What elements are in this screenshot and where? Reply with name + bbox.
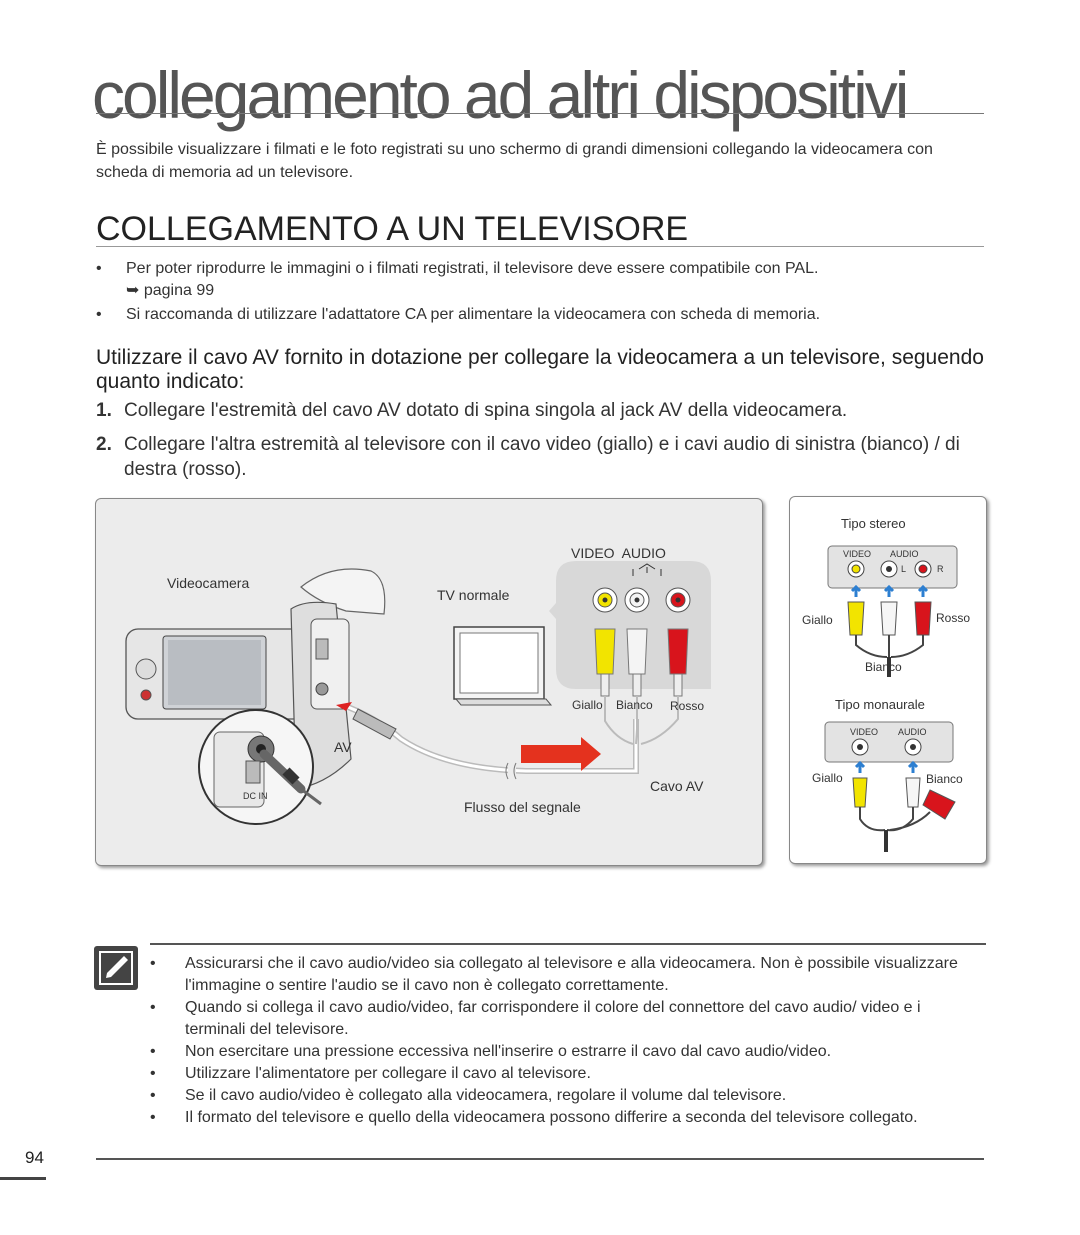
- stereo-yellow-label: Giallo: [802, 613, 833, 627]
- step-text: Collegare l'estremità del cavo AV dotato…: [124, 400, 848, 421]
- connector-types-diagram: Tipo stereo VIDEO AUDIO L R Giallo Rosso…: [789, 496, 987, 864]
- mono-audio-label: AUDIO: [898, 727, 927, 737]
- panel-header: VIDEO AUDIO: [571, 545, 666, 561]
- bullet-text: Per poter riprodurre le immagini o i fil…: [126, 260, 819, 277]
- section-title: COLLEGAMENTO A UN TELEVISORE: [96, 210, 689, 248]
- list-item: • Il formato del televisore e quello dell…: [150, 1107, 980, 1129]
- notes-rule: [150, 943, 986, 945]
- list-item: • Utilizzare l'alimentatore per collegare…: [150, 1063, 980, 1085]
- mono-video-label: VIDEO: [850, 727, 879, 737]
- list-item: • Se il cavo audio/video è collegato alla…: [150, 1085, 980, 1107]
- title-rule: [96, 113, 984, 114]
- list-item: • Non esercitare una pressione eccessiva …: [150, 1041, 980, 1063]
- section-rule: [96, 246, 984, 247]
- list-item: • Quando si collega il cavo audio/video, …: [150, 997, 980, 1041]
- dc-in-label: DC IN: [243, 791, 268, 801]
- note-text: Utilizzare l'alimentatore per collegare …: [185, 1065, 591, 1082]
- page-number-rule: [0, 1177, 46, 1180]
- list-item: • Si raccomanda di utilizzare l'adattato…: [96, 304, 976, 326]
- notes-list: • Assicurarsi che il cavo audio/video sia…: [150, 953, 980, 1129]
- pencil-icon: [99, 951, 133, 985]
- bullet-dot: •: [150, 1065, 156, 1082]
- page-title: collegamento ad altri dispositivi: [92, 58, 909, 132]
- stereo-type-title: Tipo stereo: [841, 516, 906, 531]
- bullet-dot: •: [150, 955, 156, 972]
- mono-type-title: Tipo monaurale: [835, 697, 925, 712]
- instruction-heading: Utilizzare il cavo AV fornito in dotazio…: [96, 346, 984, 393]
- note-text: Il formato del televisore e quello della…: [185, 1109, 918, 1126]
- list-item: • Per poter riprodurre le immagini o i f…: [96, 258, 976, 302]
- camcorder-label: Videocamera: [167, 575, 250, 591]
- cable-label: Cavo AV: [650, 778, 704, 794]
- footer-rule: [96, 1158, 984, 1160]
- step-number: 2.: [96, 434, 112, 455]
- note-text: Assicurarsi che il cavo audio/video sia …: [185, 955, 958, 994]
- page-reference-link[interactable]: ➥ pagina 99: [126, 282, 215, 299]
- bullet-dot: •: [150, 999, 156, 1016]
- requirements-list: • Per poter riprodurre le immagini o i f…: [96, 258, 976, 326]
- note-text: Se il cavo audio/video è collegato alla …: [185, 1087, 787, 1104]
- note-text: Quando si collega il cavo audio/video, f…: [185, 999, 921, 1038]
- page-number: 94: [25, 1148, 44, 1167]
- bullet-dot: •: [96, 306, 102, 323]
- tv-label: TV normale: [437, 587, 510, 603]
- connection-diagram: Videocamera TV normale VIDEO AUDIO Giall…: [95, 498, 763, 866]
- step-2: 2. Collegare l'altra estremità al televi…: [96, 432, 991, 482]
- stereo-video-label: VIDEO: [843, 549, 872, 559]
- stereo-audio-label: AUDIO: [890, 549, 919, 559]
- step-number: 1.: [96, 400, 112, 421]
- bullet-text: Si raccomanda di utilizzare l'adattatore…: [126, 306, 821, 323]
- mono-yellow-label: Giallo: [812, 771, 843, 785]
- bullet-dot: •: [150, 1043, 156, 1060]
- note-icon: [94, 946, 138, 990]
- bullet-dot: •: [96, 260, 102, 277]
- plug-label-yellow: Giallo: [572, 698, 603, 712]
- stereo-red-label: Rosso: [936, 611, 971, 625]
- plug-label-white: Bianco: [616, 698, 653, 712]
- connection-illustration: [125, 561, 711, 825]
- signal-flow-label: Flusso del segnale: [464, 799, 581, 815]
- step-1: 1. Collegare l'estremità del cavo AV dot…: [96, 398, 991, 423]
- intro-paragraph: È possibile visualizzare i filmati e le …: [96, 141, 933, 181]
- step-text: Collegare l'altra estremità al televisor…: [124, 434, 960, 480]
- connector-illustration: [824, 545, 958, 852]
- bullet-dot: •: [150, 1087, 156, 1104]
- stereo-white-label: Bianco: [865, 660, 902, 674]
- list-item: • Assicurarsi che il cavo audio/video sia…: [150, 953, 980, 997]
- stereo-r-label: R: [937, 564, 944, 574]
- stereo-l-label: L: [901, 564, 907, 574]
- note-text: Non esercitare una pressione eccessiva n…: [185, 1043, 832, 1060]
- plug-label-red: Rosso: [670, 699, 705, 713]
- bullet-dot: •: [150, 1109, 156, 1126]
- mono-white-label: Bianco: [926, 772, 963, 786]
- av-jack-label: AV: [334, 739, 352, 755]
